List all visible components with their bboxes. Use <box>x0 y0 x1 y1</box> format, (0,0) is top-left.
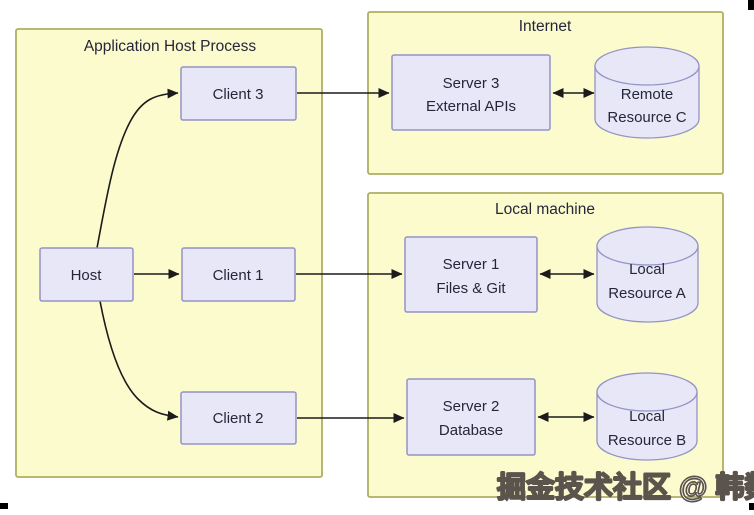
resource-c-cylinder-body <box>594 65 700 139</box>
resource-a-cylinder-top <box>596 226 699 266</box>
node-host: Host <box>39 247 134 302</box>
client3-label: Client 3 <box>213 86 264 103</box>
node-remote-resource-c: Remote Resource C <box>594 46 700 139</box>
watermark: 掘金技术社区 @ 韩数 <box>496 471 754 504</box>
group-label-application-host-process: Application Host Process <box>84 38 257 55</box>
client1-label: Client 1 <box>213 267 264 284</box>
node-server2: Server 2 Database <box>406 378 536 456</box>
group-label-local-machine: Local machine <box>495 201 595 218</box>
resource-a-label-line1: Local <box>629 261 665 278</box>
client2-label: Client 2 <box>213 410 264 427</box>
node-server1: Server 1 Files & Git <box>404 236 538 313</box>
server2-label-line2: Database <box>439 422 503 439</box>
resource-a-label-line2: Resource A <box>608 285 686 302</box>
server3-label-line1: Server 3 <box>443 75 500 92</box>
node-client2: Client 2 <box>180 391 297 445</box>
node-client3: Client 3 <box>180 66 297 121</box>
node-server3: Server 3 External APIs <box>391 54 551 131</box>
group-label-internet: Internet <box>519 18 572 35</box>
resource-b-label-line2: Resource B <box>608 432 686 449</box>
edge-host-client3 <box>96 88 179 249</box>
node-local-resource-a: Local Resource A <box>596 226 699 323</box>
server1-label-line1: Server 1 <box>443 256 500 273</box>
group-application-host-process <box>15 28 323 478</box>
node-client1: Client 1 <box>181 247 296 302</box>
server1-label-line2: Files & Git <box>436 280 506 297</box>
resource-c-label-line1: Remote <box>621 86 674 103</box>
artifact-bottom-right <box>749 503 754 510</box>
host-box <box>39 247 134 302</box>
resource-c-label-line2: Resource C <box>607 109 686 126</box>
server1-box <box>404 236 538 313</box>
server2-label-line1: Server 2 <box>443 398 500 415</box>
edge-host-client2 <box>99 300 179 421</box>
server2-box <box>406 378 536 456</box>
client2-box <box>180 391 297 445</box>
client3-box <box>180 66 297 121</box>
node-local-resource-b: Local Resource B <box>596 372 698 461</box>
server3-label-line2: External APIs <box>426 98 516 115</box>
server3-box <box>391 54 551 131</box>
artifact-bottom-left <box>0 503 8 509</box>
resource-b-label-line1: Local <box>629 408 665 425</box>
client1-box <box>181 247 296 302</box>
artifact-top-right <box>748 0 754 10</box>
host-label: Host <box>71 267 103 284</box>
resource-a-cylinder-body <box>596 245 699 323</box>
resource-c-cylinder-top <box>594 46 700 86</box>
resource-b-cylinder-top <box>596 372 698 412</box>
